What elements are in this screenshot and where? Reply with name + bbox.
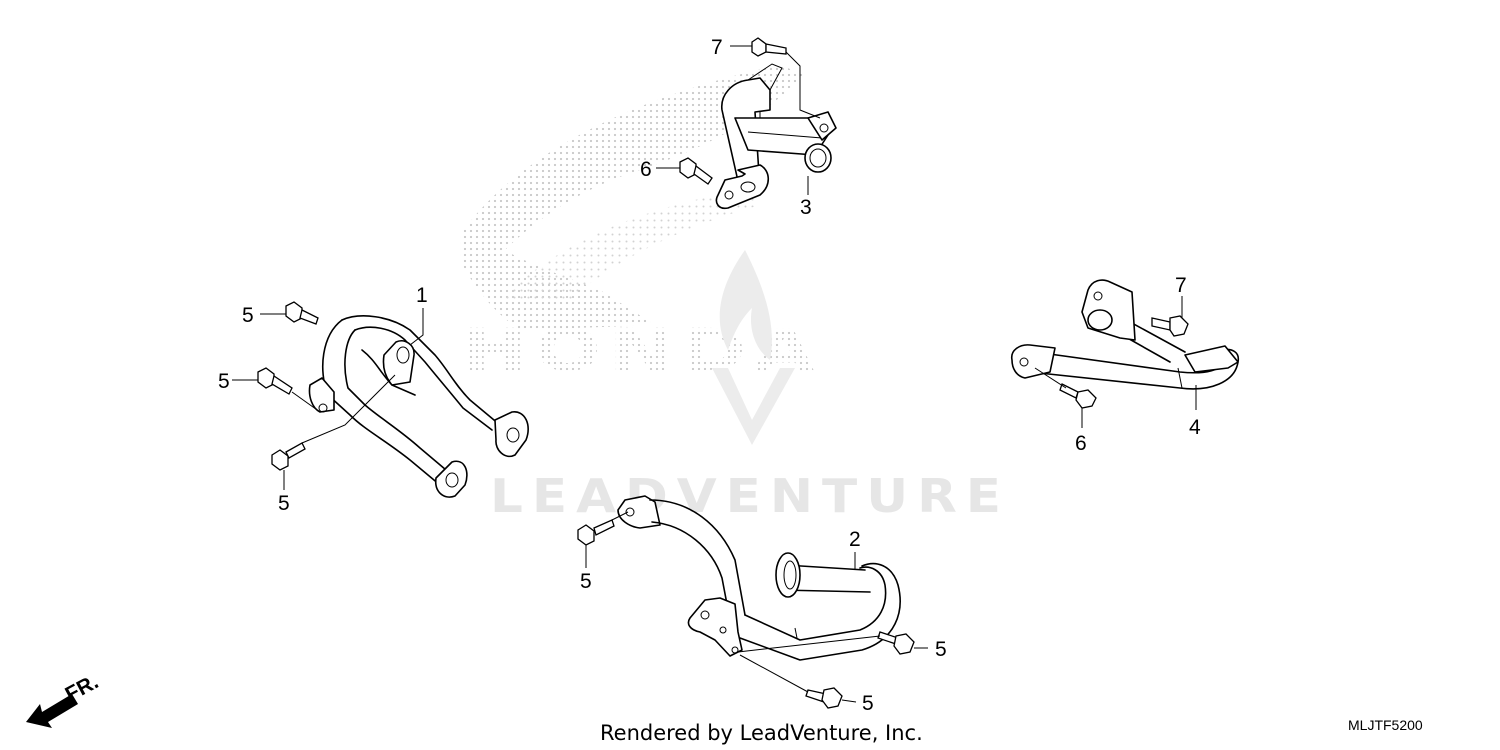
front-direction-indicator: FR. [26,670,102,728]
callout-label: 5 [935,638,947,661]
callout-label: 4 [1189,416,1201,439]
callout-label: 5 [278,492,290,515]
leader-lines [232,45,1197,703]
bolt-icon[interactable] [285,301,319,325]
bolt-icon[interactable] [679,157,713,185]
callout-label: 6 [640,158,652,181]
company-watermark-text: LEADVENTURE [490,469,1010,523]
bolt-icon[interactable] [805,687,843,709]
bolt-icon[interactable] [257,367,293,395]
bolt-icon[interactable] [577,519,615,546]
bolt-icon[interactable] [877,631,915,655]
drawing-code: MLJTF5200 [1348,717,1423,733]
brand-wing-watermark [460,65,805,330]
front-arrow-icon [26,694,78,728]
callout-label: 1 [416,284,428,307]
part-pipe-assembly-lower[interactable] [617,495,901,661]
bolt-icon[interactable] [1151,315,1189,337]
callout-label: 5 [580,570,592,593]
bolt-icon[interactable] [271,442,306,471]
footer-credit: Rendered by LeadVenture, Inc. [600,721,923,745]
callout-label: 7 [711,36,723,59]
flame-logo-watermark [712,250,795,445]
callout-label: 6 [1075,432,1087,455]
callout-label: 5 [242,304,254,327]
callout-label: 2 [849,528,861,551]
part-pipe-assembly-left[interactable] [308,315,529,498]
bolt-icon[interactable] [751,37,787,57]
part-bracket-right[interactable] [1010,279,1240,390]
part-bracket-upper[interactable] [715,63,837,210]
bolts [257,37,1189,709]
callout-label: 3 [800,196,812,219]
callout-label: 7 [1175,274,1187,297]
callout-label: 5 [218,370,230,393]
watermark: HONDA LEADVENTURE [460,65,1010,523]
callout-label: 5 [862,692,874,715]
brand-wing-watermark-inner [500,190,760,300]
callouts: 7 6 3 1 5 5 5 7 6 4 2 5 5 5 [218,36,1201,715]
